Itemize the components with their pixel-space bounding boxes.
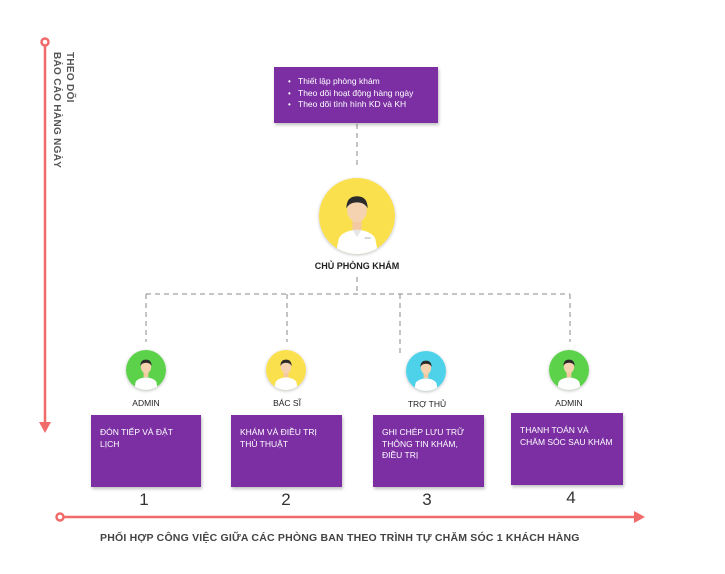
role-label-admin-payment: ADMIN (555, 398, 583, 408)
vertical-axis-label-line-2: BÁO CÁO HÀNG NGÀY (51, 52, 62, 169)
task-box-reception: ĐÓN TIẾP VÀ ĐẶT LỊCH (91, 415, 201, 487)
role-label-assistant: TRỢ THỦ (407, 399, 447, 409)
responsibility-item: Thiết lập phòng khám (288, 76, 430, 88)
person-icon (266, 350, 306, 390)
task-box-payment: THANH TOÁN VÀ CHĂM SÓC SAU KHÁM (511, 413, 623, 485)
step-number: 2 (281, 490, 291, 509)
role-avatar (266, 350, 306, 390)
role-avatar (406, 351, 446, 391)
owner-label: CHỦ PHÒNG KHÁM (314, 261, 400, 271)
owner-avatar (319, 178, 395, 254)
step-number: 4 (566, 488, 576, 507)
role-avatar (549, 350, 589, 390)
person-icon (406, 351, 446, 391)
step-number: 1 (139, 490, 149, 509)
role-label-doctor: BÁC SĨ (273, 398, 301, 408)
horizontal-axis-label: PHỐI HỢP CÔNG VIỆC GIỮA CÁC PHÒNG BAN TH… (100, 532, 580, 544)
owner-responsibilities-box: Thiết lập phòng khám Theo dõi hoạt động … (274, 67, 438, 123)
step-number: 3 (422, 490, 432, 509)
vertical-axis-arrow (39, 37, 51, 433)
responsibility-item: Theo dõi hoạt động hàng ngày (288, 88, 430, 100)
person-icon (319, 178, 395, 254)
role-avatar (126, 350, 166, 390)
person-icon (126, 350, 166, 390)
task-box-examination: KHÁM VÀ ĐIỀU TRỊ THỦ THUẬT (231, 415, 342, 487)
task-text: ĐÓN TIẾP VÀ ĐẶT LỊCH (100, 427, 173, 449)
vertical-axis-label: THEO DÕI BÁO CÁO HÀNG NGÀY (50, 52, 76, 168)
task-text: THANH TOÁN VÀ CHĂM SÓC SAU KHÁM (520, 425, 613, 447)
person-icon (549, 350, 589, 390)
responsibility-item: Theo dõi tình hình KD và KH (288, 99, 430, 111)
task-text: KHÁM VÀ ĐIỀU TRỊ THỦ THUẬT (240, 427, 317, 449)
horizontal-axis-arrow (55, 511, 645, 523)
task-text: GHI CHÉP LƯU TRỮ THÔNG TIN KHÁM, ĐIỀU TR… (382, 427, 465, 460)
vertical-axis-label-line-1: THEO DÕI (64, 52, 75, 103)
task-box-recording: GHI CHÉP LƯU TRỮ THÔNG TIN KHÁM, ĐIỀU TR… (373, 415, 484, 487)
role-label-admin-reception: ADMIN (132, 398, 160, 408)
responsibility-list: Thiết lập phòng khám Theo dõi hoạt động … (288, 76, 430, 111)
